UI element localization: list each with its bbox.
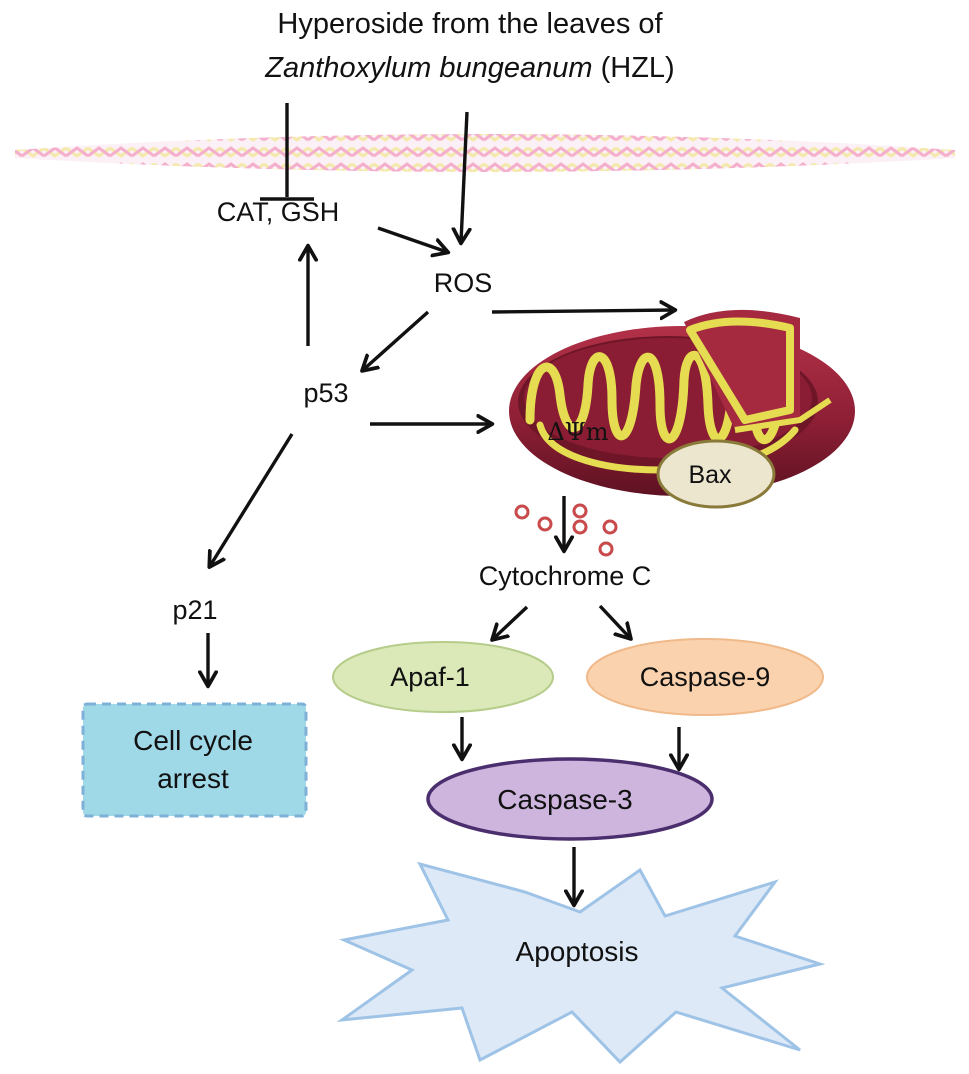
cell-membrane xyxy=(15,134,955,172)
cytochrome-c-to-apaf1-arrow xyxy=(493,605,529,639)
title-species: Zanthoxylum bungeanum xyxy=(264,52,592,84)
ros-label: ROS xyxy=(434,268,493,298)
p53-label: p53 xyxy=(303,378,348,408)
cat-gsh-label: CAT, GSH xyxy=(217,197,340,227)
bax-ellipse xyxy=(656,439,776,509)
caspase9-label: Caspase-9 xyxy=(640,662,771,692)
cytochrome-c-vesicles xyxy=(514,503,618,557)
bax-label: Bax xyxy=(688,461,732,489)
title-line-2: Zanthoxylum bungeanum (HZL) xyxy=(264,52,674,84)
cell-cycle-arrest-label-line-1: Cell cycle xyxy=(133,725,253,756)
cytochrome-c-label: Cytochrome C xyxy=(479,561,652,591)
title-abbrev: (HZL) xyxy=(593,52,675,84)
p53-to-p21-arrow xyxy=(210,433,294,566)
cat-gsh-to-ros-arrow xyxy=(377,226,447,252)
ros-to-p53-arrow xyxy=(363,310,430,370)
caspase9-ellipse xyxy=(586,638,824,716)
hzl-to-ros-arrow xyxy=(461,111,467,242)
cytochrome-c-to-caspase9-arrow xyxy=(598,604,630,638)
cell-cycle-arrest-label-line-2: arrest xyxy=(157,763,229,794)
title-line-1: Hyperoside from the leaves of xyxy=(277,8,663,40)
p21-label: p21 xyxy=(172,595,217,625)
apoptosis-burst xyxy=(336,861,826,1065)
delta-psi-m-label: ΔΨm xyxy=(547,418,608,446)
apaf1-label: Apaf-1 xyxy=(390,662,470,692)
apoptosis-label: Apoptosis xyxy=(516,936,639,967)
cell-cycle-arrest-box xyxy=(81,702,308,818)
mitochondrion xyxy=(509,309,855,496)
caspase3-ellipse xyxy=(426,757,714,841)
apaf1-ellipse xyxy=(332,641,554,713)
ros-to-mitochondrion-arrow xyxy=(491,310,674,312)
caspase3-label: Caspase-3 xyxy=(497,784,632,815)
